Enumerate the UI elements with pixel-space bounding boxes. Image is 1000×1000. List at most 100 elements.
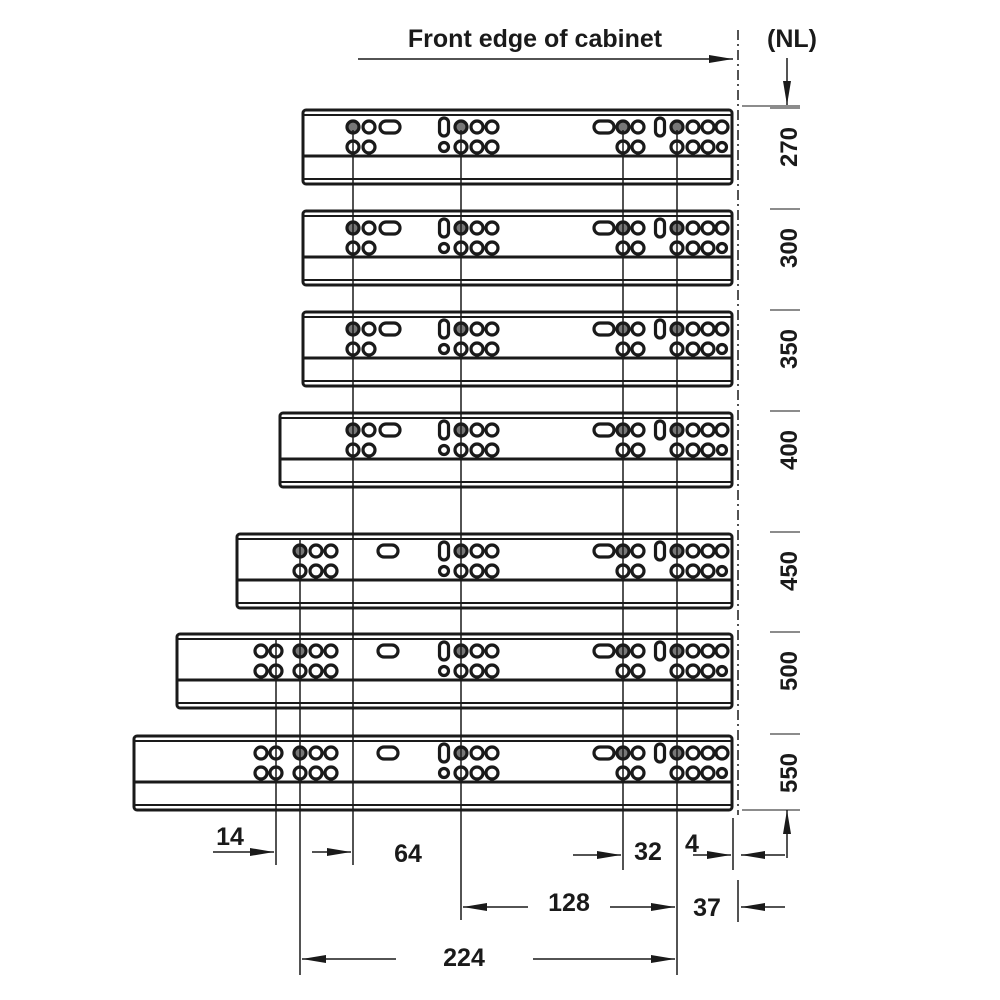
hole <box>700 745 716 761</box>
hole <box>308 663 324 679</box>
slot-hole <box>378 220 402 236</box>
slot-hole <box>592 422 616 438</box>
hole <box>469 240 485 256</box>
hole <box>700 422 716 438</box>
hole <box>484 240 500 256</box>
slot-hole <box>437 116 451 138</box>
hole <box>323 563 339 579</box>
dim-4: 4 <box>685 830 699 858</box>
hole <box>714 543 730 559</box>
hole <box>700 240 716 256</box>
slot-hole <box>437 419 451 441</box>
hole <box>484 643 500 659</box>
hole <box>361 119 377 135</box>
nl-value-label: 270 <box>776 127 803 167</box>
hole <box>700 220 716 236</box>
slot-hole <box>376 643 400 659</box>
hole <box>469 442 485 458</box>
hole <box>630 442 646 458</box>
hole <box>308 765 324 781</box>
nl-value-label: 450 <box>776 551 803 591</box>
hole <box>484 321 500 337</box>
hole <box>469 119 485 135</box>
hole <box>685 563 701 579</box>
dim-224: 224 <box>443 944 485 972</box>
nl-value-label: 350 <box>776 329 803 369</box>
hole <box>308 643 324 659</box>
hole <box>630 543 646 559</box>
dim-64: 64 <box>394 840 422 868</box>
nl-value-label: 550 <box>776 753 803 793</box>
slot-hole <box>653 318 667 340</box>
slot-hole <box>653 742 667 764</box>
hole <box>469 563 485 579</box>
slot-hole <box>437 318 451 340</box>
hole <box>469 745 485 761</box>
dim-14: 14 <box>216 823 244 851</box>
hole <box>685 663 701 679</box>
slot-hole <box>592 643 616 659</box>
hole <box>714 422 730 438</box>
hole <box>469 220 485 236</box>
hole <box>630 422 646 438</box>
hole <box>361 240 377 256</box>
slot-hole <box>437 742 451 764</box>
slot-hole <box>592 543 616 559</box>
drawer-runner-550 <box>132 734 734 812</box>
hole <box>685 643 701 659</box>
hole <box>630 643 646 659</box>
hole <box>714 745 730 761</box>
hole <box>685 745 701 761</box>
hole <box>361 139 377 155</box>
hole <box>630 220 646 236</box>
drawer-runner-400 <box>278 411 734 489</box>
hole <box>469 765 485 781</box>
hole <box>484 442 500 458</box>
slot-hole <box>437 217 451 239</box>
hole <box>700 543 716 559</box>
hole <box>253 663 269 679</box>
nl-value-label: 500 <box>776 651 803 691</box>
hole <box>484 663 500 679</box>
hole <box>253 765 269 781</box>
hole <box>361 341 377 357</box>
hole <box>715 342 729 356</box>
hole <box>484 765 500 781</box>
slot-hole <box>378 422 402 438</box>
slot-hole <box>653 116 667 138</box>
slot-hole <box>592 220 616 236</box>
nl-value-label: 300 <box>776 228 803 268</box>
hole <box>685 139 701 155</box>
hole <box>361 321 377 337</box>
hole <box>484 139 500 155</box>
hole <box>685 442 701 458</box>
hole <box>437 241 451 255</box>
slot-hole <box>592 119 616 135</box>
dim-128: 128 <box>548 889 590 917</box>
hole <box>323 543 339 559</box>
hole <box>484 220 500 236</box>
front-edge-title: Front edge of cabinet <box>408 25 663 53</box>
hole <box>700 643 716 659</box>
hole <box>484 341 500 357</box>
hole <box>685 220 701 236</box>
hole <box>685 119 701 135</box>
hole <box>323 663 339 679</box>
hole <box>700 321 716 337</box>
hole <box>308 543 324 559</box>
dim-37: 37 <box>693 894 721 922</box>
hole <box>715 140 729 154</box>
hole <box>714 643 730 659</box>
drawer-runner-350 <box>301 310 734 388</box>
hole <box>685 240 701 256</box>
hole <box>484 563 500 579</box>
hole <box>700 765 716 781</box>
hole <box>253 745 269 761</box>
hole <box>469 663 485 679</box>
hole <box>484 745 500 761</box>
drawer-runner-450 <box>235 532 734 610</box>
hole <box>469 341 485 357</box>
hole <box>253 643 269 659</box>
hole <box>437 342 451 356</box>
